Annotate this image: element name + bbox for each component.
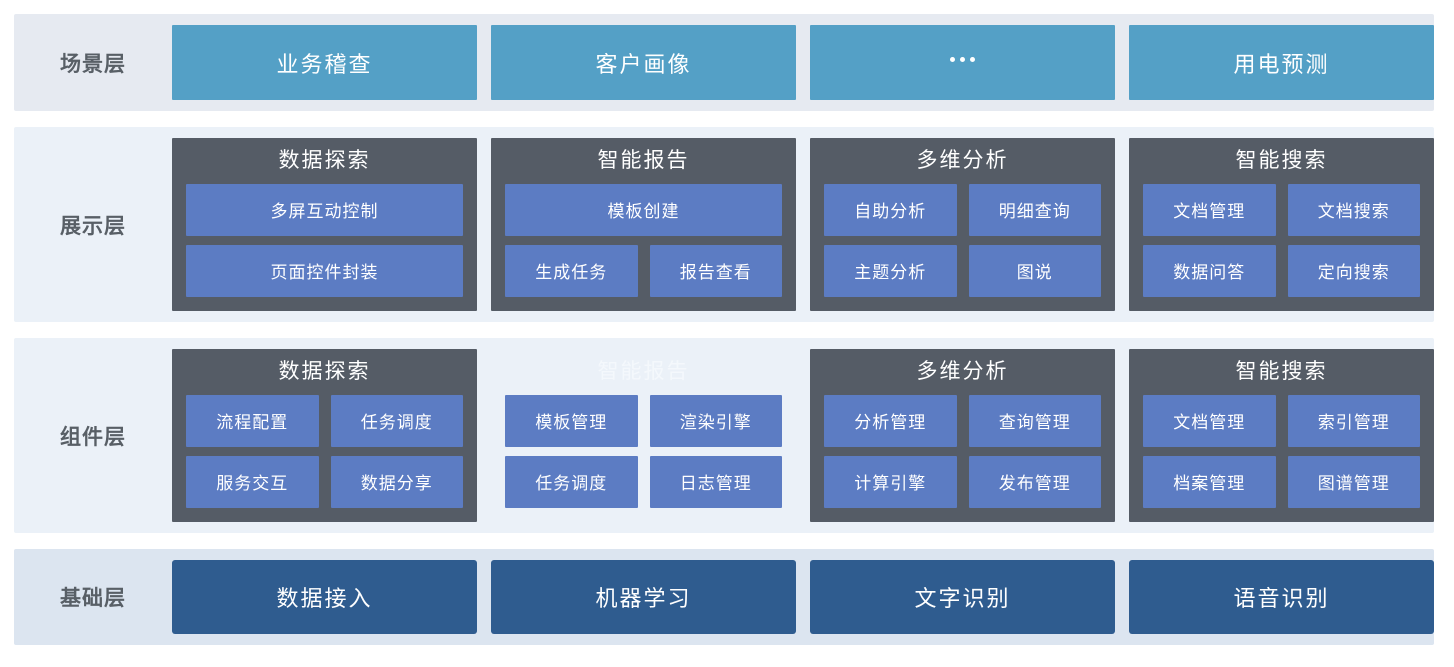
chip-detail-query[interactable]: 明细查询 xyxy=(968,183,1101,236)
chip-page-widget-packaging[interactable]: 页面控件封装 xyxy=(186,244,463,298)
scene-cell-more[interactable] xyxy=(810,25,1115,100)
chip-report-view[interactable]: 报告查看 xyxy=(649,244,782,298)
layer-presentation: 展示层 数据探索 多屏互动控制 页面控件封装 智能报告 模板创建 xyxy=(14,127,1434,322)
chip-doc-management[interactable]: 文档管理 xyxy=(1143,394,1276,447)
base-cell-data-ingestion[interactable]: 数据接入 xyxy=(172,560,477,634)
base-cell-speech-recognition[interactable]: 语音识别 xyxy=(1129,560,1434,634)
panel-title: 数据探索 xyxy=(278,360,371,383)
chip-group: 流程配置 任务调度 服务交互 数据分享 xyxy=(186,394,463,509)
chip-row: 数据问答 定向搜索 xyxy=(1143,244,1420,298)
scene-cell-business-audit[interactable]: 业务稽查 xyxy=(172,25,477,100)
chip-row: 生成任务 报告查看 xyxy=(505,244,782,298)
layer-body-base: 数据接入 机器学习 文字识别 语音识别 xyxy=(172,549,1434,645)
layer-body-scene: 业务稽查 客户画像 用电预测 xyxy=(172,14,1434,111)
base-cell-ocr[interactable]: 文字识别 xyxy=(810,560,1115,634)
panel-presentation-smart-report[interactable]: 智能报告 模板创建 生成任务 报告查看 xyxy=(491,138,796,311)
chip-row: 档案管理 图谱管理 xyxy=(1143,455,1420,509)
chip-topic-analysis[interactable]: 主题分析 xyxy=(824,244,957,298)
chip-service-interaction[interactable]: 服务交互 xyxy=(186,455,319,509)
chip-row: 页面控件封装 xyxy=(186,244,463,298)
base-cell-machine-learning[interactable]: 机器学习 xyxy=(491,560,796,634)
panel-title: 多维分析 xyxy=(916,149,1009,172)
chip-index-management[interactable]: 索引管理 xyxy=(1287,394,1420,447)
chip-data-sharing[interactable]: 数据分享 xyxy=(330,455,463,509)
chip-render-engine[interactable]: 渲染引擎 xyxy=(649,394,782,447)
chip-process-config[interactable]: 流程配置 xyxy=(186,394,319,447)
panel-component-smart-report[interactable]: 智能报告 模板管理 渲染引擎 任务调度 日志管理 xyxy=(491,349,796,522)
chip-doc-search[interactable]: 文档搜索 xyxy=(1287,183,1420,236)
chip-row: 服务交互 数据分享 xyxy=(186,455,463,509)
chip-group: 模板管理 渲染引擎 任务调度 日志管理 xyxy=(505,394,782,509)
layer-label-scene: 场景层 xyxy=(60,52,126,76)
chip-row: 分析管理 查询管理 xyxy=(824,394,1101,447)
chip-self-service-analysis[interactable]: 自助分析 xyxy=(824,183,957,236)
chip-row: 文档管理 文档搜索 xyxy=(1143,183,1420,236)
layer-label-component: 组件层 xyxy=(60,425,126,449)
panel-component-smart-search[interactable]: 智能搜索 文档管理 索引管理 档案管理 图谱管理 xyxy=(1129,349,1434,522)
chip-publish-management[interactable]: 发布管理 xyxy=(968,455,1101,509)
panel-title: 智能搜索 xyxy=(1235,149,1328,172)
chip-targeted-search[interactable]: 定向搜索 xyxy=(1287,244,1420,298)
chip-row: 主题分析 图说 xyxy=(824,244,1101,298)
layer-label-base: 基础层 xyxy=(60,587,126,610)
panel-presentation-smart-search[interactable]: 智能搜索 文档管理 文档搜索 数据问答 定向搜索 xyxy=(1129,138,1434,311)
ellipsis-icon xyxy=(950,57,975,62)
scene-cell-power-forecast[interactable]: 用电预测 xyxy=(1129,25,1434,100)
panel-presentation-data-exploration[interactable]: 数据探索 多屏互动控制 页面控件封装 xyxy=(172,138,477,311)
layer-component: 组件层 数据探索 流程配置 任务调度 服务交互 数据分享 智能报告 xyxy=(14,338,1434,533)
layer-scene: 场景层 业务稽查 客户画像 用电预测 xyxy=(14,14,1434,111)
layer-label-presentation: 展示层 xyxy=(60,214,126,238)
chip-row: 流程配置 任务调度 xyxy=(186,394,463,447)
chip-group: 模板创建 生成任务 报告查看 xyxy=(505,183,782,298)
chip-log-management[interactable]: 日志管理 xyxy=(649,455,782,509)
panel-title: 多维分析 xyxy=(916,360,1009,383)
panel-title: 智能报告 xyxy=(597,360,690,383)
chip-template-management[interactable]: 模板管理 xyxy=(505,394,638,447)
chip-row: 任务调度 日志管理 xyxy=(505,455,782,509)
chip-multi-screen-control[interactable]: 多屏互动控制 xyxy=(186,183,463,236)
panel-title: 数据探索 xyxy=(278,149,371,172)
panel-component-multidim-analysis[interactable]: 多维分析 分析管理 查询管理 计算引擎 发布管理 xyxy=(810,349,1115,522)
layer-body-component: 数据探索 流程配置 任务调度 服务交互 数据分享 智能报告 模板管理 xyxy=(172,338,1434,533)
chip-template-create[interactable]: 模板创建 xyxy=(505,183,782,236)
chip-group: 文档管理 文档搜索 数据问答 定向搜索 xyxy=(1143,183,1420,298)
panel-presentation-multidim-analysis[interactable]: 多维分析 自助分析 明细查询 主题分析 图说 xyxy=(810,138,1115,311)
chip-task-scheduling[interactable]: 任务调度 xyxy=(330,394,463,447)
chip-task-scheduling[interactable]: 任务调度 xyxy=(505,455,638,509)
panel-title: 智能搜索 xyxy=(1235,360,1328,383)
chip-row: 多屏互动控制 xyxy=(186,183,463,236)
scene-cell-customer-profile[interactable]: 客户画像 xyxy=(491,25,796,100)
layer-body-presentation: 数据探索 多屏互动控制 页面控件封装 智能报告 模板创建 xyxy=(172,127,1434,322)
chip-graph-management[interactable]: 图谱管理 xyxy=(1287,455,1420,509)
chip-row: 计算引擎 发布管理 xyxy=(824,455,1101,509)
layer-base: 基础层 数据接入 机器学习 文字识别 语音识别 xyxy=(14,549,1434,645)
chip-group: 自助分析 明细查询 主题分析 图说 xyxy=(824,183,1101,298)
chip-row: 自助分析 明细查询 xyxy=(824,183,1101,236)
chip-group: 分析管理 查询管理 计算引擎 发布管理 xyxy=(824,394,1101,509)
chip-data-qa[interactable]: 数据问答 xyxy=(1143,244,1276,298)
chip-row: 模板管理 渲染引擎 xyxy=(505,394,782,447)
chip-doc-management[interactable]: 文档管理 xyxy=(1143,183,1276,236)
chip-compute-engine[interactable]: 计算引擎 xyxy=(824,455,957,509)
chip-analysis-management[interactable]: 分析管理 xyxy=(824,394,957,447)
chip-row: 模板创建 xyxy=(505,183,782,236)
panel-component-data-exploration[interactable]: 数据探索 流程配置 任务调度 服务交互 数据分享 xyxy=(172,349,477,522)
chip-query-management[interactable]: 查询管理 xyxy=(968,394,1101,447)
chip-row: 文档管理 索引管理 xyxy=(1143,394,1420,447)
chip-archive-management[interactable]: 档案管理 xyxy=(1143,455,1276,509)
chip-chart-narrative[interactable]: 图说 xyxy=(968,244,1101,298)
chip-group: 文档管理 索引管理 档案管理 图谱管理 xyxy=(1143,394,1420,509)
panel-title: 智能报告 xyxy=(597,149,690,172)
chip-generate-task[interactable]: 生成任务 xyxy=(505,244,638,298)
chip-group: 多屏互动控制 页面控件封装 xyxy=(186,183,463,298)
